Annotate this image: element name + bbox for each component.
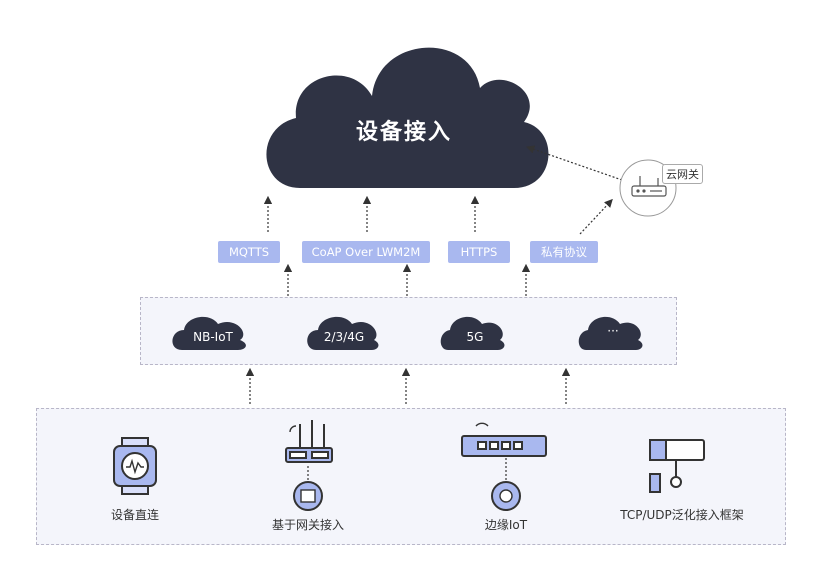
protocol-https: HTTPS bbox=[448, 241, 510, 263]
gateway-label: 云网关 bbox=[662, 164, 703, 184]
protocol-mqtts: MQTTS bbox=[218, 241, 280, 263]
network-label-more: ··· bbox=[607, 324, 619, 338]
device-panel bbox=[36, 408, 786, 545]
device-label-edge: 边缘IoT bbox=[484, 518, 528, 532]
protocol-private: 私有协议 bbox=[530, 241, 598, 263]
main-cloud-shape bbox=[266, 47, 549, 188]
main-cloud-label: 设备接入 bbox=[355, 120, 452, 145]
network-label-nbiot: NB-IoT bbox=[193, 330, 233, 344]
device-label-direct: 设备直连 bbox=[110, 508, 159, 522]
device-label-tcpudp: TCP/UDP泛化接入框架 bbox=[620, 508, 744, 522]
network-label-5g: 5G bbox=[466, 330, 484, 344]
network-label-234g: 2/3/4G bbox=[323, 330, 365, 344]
arrow-gateway-to-cloud bbox=[526, 145, 623, 181]
protocol-coap: CoAP Over LWM2M bbox=[302, 241, 430, 263]
device-label-gateway: 基于网关接入 bbox=[271, 518, 344, 532]
router-icon bbox=[631, 176, 667, 197]
arrow-private-up bbox=[579, 198, 613, 235]
